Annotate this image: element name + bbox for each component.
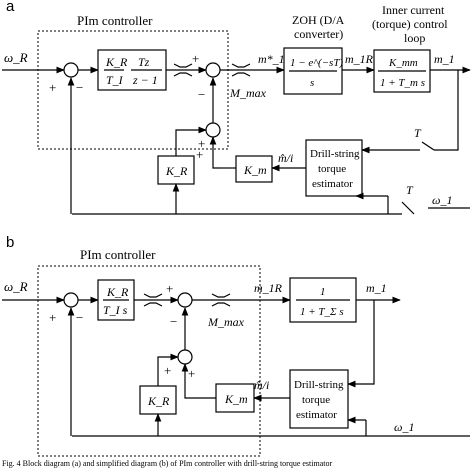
zoh-num: 1 − e^(−sT) xyxy=(290,57,343,69)
limiter-2-top-b xyxy=(211,293,231,298)
tf-den-b: 1 + T_Σ s xyxy=(300,306,344,318)
sum1-minus-b: − xyxy=(76,310,83,325)
pi-kr-b: K_R xyxy=(106,285,129,299)
estimator-line-3: estimator xyxy=(312,178,353,190)
m1-output: m_1 xyxy=(434,52,455,66)
estimator-line-2: torque xyxy=(318,163,346,175)
input-omega-r-b: ω_R xyxy=(4,279,28,294)
pi-den: z − 1 xyxy=(132,73,158,87)
km-label-b: K_m xyxy=(224,392,248,406)
inner-title-3: loop xyxy=(404,31,425,45)
estimator-b-1: Drill-string xyxy=(294,379,344,391)
sum1-minus: − xyxy=(76,80,83,95)
m1r-to-estimator-b xyxy=(347,300,375,388)
limiter-2-bottom-b xyxy=(211,302,231,307)
controller-title: PIm controller xyxy=(77,13,153,28)
pi-kr: K_R xyxy=(105,55,128,69)
m1r-label-b: m_1R xyxy=(254,281,283,295)
switch-t2 xyxy=(401,201,415,215)
km-block-b xyxy=(215,383,255,413)
kr-feedback-label-b: K_R xyxy=(147,394,170,408)
controller-title-b: PIm controller xyxy=(80,247,156,262)
inner-title-2: (torque) control xyxy=(372,17,448,31)
switch-t1-label: T xyxy=(414,126,422,140)
limiter-2-top xyxy=(231,63,251,68)
kmm-den: 1 + T_m s xyxy=(380,77,425,89)
m1r-label: m_1R xyxy=(345,52,374,66)
summing-junction-1-b xyxy=(63,292,79,308)
summing-junction-2 xyxy=(205,62,221,78)
controller-boundary xyxy=(37,30,229,150)
estimator-b-3: estimator xyxy=(296,409,337,421)
kr-to-sum3 xyxy=(175,126,207,156)
m-max-label: M_max xyxy=(229,86,267,100)
limiter-1-bottom-b xyxy=(143,302,163,307)
estimator-block-b xyxy=(289,369,349,429)
sum3-plus-b: + xyxy=(196,147,203,162)
pi-ti-b: T_I s xyxy=(103,303,128,317)
figure-caption: Fig. 4 Block diagram (a) and simplified … xyxy=(2,459,332,468)
panel-b-label: b xyxy=(6,234,14,251)
input-omega-r: ω_R xyxy=(4,50,28,65)
pi-num: Tz xyxy=(138,55,150,69)
m1-output-b: m_1 xyxy=(366,281,387,295)
kmm-num: K_mm xyxy=(388,57,418,69)
switch-t1 xyxy=(421,141,435,151)
limiter-1-top-b xyxy=(143,293,163,298)
sum3-plus-a-b: + xyxy=(164,363,171,378)
sum3-plus-a: + xyxy=(198,136,205,151)
summing-junction-1 xyxy=(63,62,79,78)
summing-junction-3 xyxy=(205,122,221,138)
sum3-plus-b-b: + xyxy=(188,366,195,381)
sum2-plus-b: + xyxy=(166,281,173,296)
sum1-plus: + xyxy=(49,80,56,95)
m-hat-label-b: m̂/i xyxy=(254,378,269,392)
m-hat-label: m̂/i xyxy=(278,151,293,165)
m-max-label-b: M_max xyxy=(207,315,245,329)
controller-boundary-b xyxy=(37,265,261,457)
zoh-den: s xyxy=(310,77,314,89)
pi-ti: T_I xyxy=(106,73,124,87)
switch-t2-label: T xyxy=(406,183,414,197)
kr-feedback-block-b xyxy=(139,385,177,415)
km-to-sum3-b xyxy=(181,363,216,399)
limiter-1-bottom xyxy=(173,72,193,77)
km-label: K_m xyxy=(243,163,267,177)
inner-title-1: Inner current xyxy=(382,3,445,17)
sum2-minus: − xyxy=(198,87,205,102)
estimator-block xyxy=(305,139,363,197)
sum1-plus-b: + xyxy=(49,310,56,325)
sum2-plus: + xyxy=(192,51,199,66)
zoh-title-2: converter) xyxy=(294,27,343,41)
summing-junction-2-b xyxy=(177,292,193,308)
kr-to-sum3-b xyxy=(157,353,179,386)
m1-tap-line xyxy=(434,70,459,151)
estimator-b-2: torque xyxy=(302,394,330,406)
km-to-sum3 xyxy=(209,136,220,169)
estimator-line-1: Drill-string xyxy=(310,148,360,160)
omega1-label: ω_1 xyxy=(432,193,452,207)
panel-a-label: a xyxy=(6,0,15,15)
zoh-title-1: ZOH (D/A xyxy=(292,13,345,27)
km-block xyxy=(235,155,273,183)
panel-a: a PIm controller ω_R + − K_R T_I Tz z − … xyxy=(2,0,471,215)
omega1-label-b: ω_1 xyxy=(394,420,414,434)
limiter-2-bottom xyxy=(231,72,251,77)
kr-feedback-label: K_R xyxy=(165,164,188,178)
kr-feedback-block xyxy=(157,155,195,185)
summing-junction-3-b xyxy=(177,349,193,365)
panel-b: b PIm controller ω_R + − K_R T_I s + − M… xyxy=(2,234,470,457)
limiter-1-top xyxy=(173,63,193,68)
tf-num-b: 1 xyxy=(320,286,326,298)
sum2-minus-b: − xyxy=(170,314,177,329)
